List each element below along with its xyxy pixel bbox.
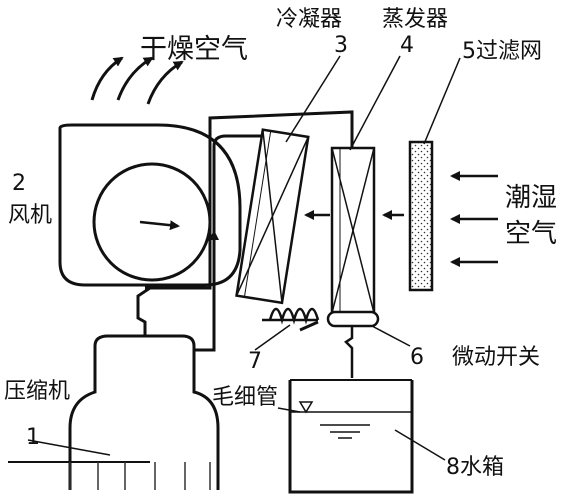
label-water-tank: 8水箱 bbox=[446, 455, 504, 480]
label-humid-air-1: 潮湿 bbox=[505, 183, 557, 213]
leader-filter bbox=[423, 57, 461, 145]
leader-switch bbox=[371, 325, 411, 347]
label-humid-air-2: 空气 bbox=[505, 219, 557, 249]
label-evaporator: 蒸发器 bbox=[382, 7, 448, 32]
compressor-hatch bbox=[69, 462, 211, 490]
micro-switch bbox=[344, 326, 354, 378]
leader-compressor bbox=[27, 439, 111, 456]
dry-air-arrows bbox=[90, 56, 184, 105]
airflow-arrows bbox=[304, 171, 498, 267]
leader-capillary-label bbox=[277, 407, 301, 413]
leader-tank bbox=[394, 429, 446, 461]
leader-evaporator bbox=[349, 55, 401, 151]
filter bbox=[408, 140, 434, 292]
label-compressor-num: 1 bbox=[26, 425, 40, 450]
label-condenser-num: 3 bbox=[334, 33, 348, 58]
label-capillary: 毛细管 bbox=[212, 385, 278, 410]
leader-condenser bbox=[285, 55, 341, 143]
label-dry-air: 干燥空气 bbox=[140, 34, 248, 65]
label-condenser: 冷凝器 bbox=[276, 7, 342, 32]
water-tank bbox=[288, 379, 414, 494]
evaporator bbox=[326, 146, 380, 328]
label-capillary-num: 7 bbox=[248, 349, 262, 374]
label-fan: 风机 bbox=[8, 203, 52, 228]
label-filter: 5过滤网 bbox=[462, 39, 542, 64]
condenser bbox=[235, 128, 310, 305]
label-micro-switch: 微动开关 bbox=[452, 345, 540, 370]
label-evaporator-num: 4 bbox=[400, 33, 414, 58]
compressor-body bbox=[8, 286, 220, 490]
label-fan-num: 2 bbox=[12, 171, 26, 196]
leader-capillary bbox=[254, 324, 291, 351]
refrigerant-pipes bbox=[145, 110, 354, 352]
label-switch-num: 6 bbox=[410, 345, 424, 370]
label-compressor: 压缩机 bbox=[4, 379, 70, 404]
capillary-coil bbox=[262, 307, 320, 325]
